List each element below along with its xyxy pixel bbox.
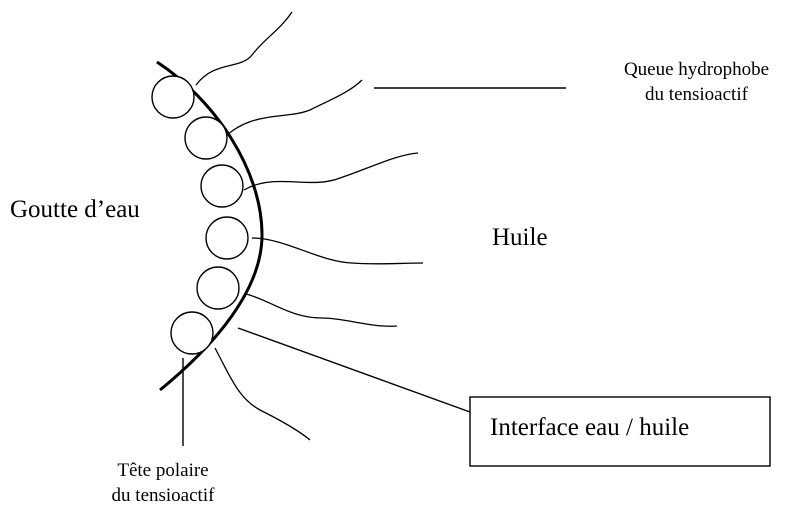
tail-1 [196,12,292,85]
oil-label: Huile [492,224,548,252]
tail-5 [246,294,397,326]
interface-label: Interface eau / huile [490,414,689,442]
polar-head-circle [152,76,194,118]
polar-head-label: Tête polaire du tensioactif [86,458,240,508]
hydrophobic-tail-label: Queue hydrophobe du tensioactif [594,57,799,107]
interface-leader-line [238,328,470,412]
hydrophobic-tail-label-line-1: Queue hydrophobe [594,57,799,82]
tail-6 [215,348,310,440]
polar-head-circle [206,217,248,259]
polar-head-circle [197,267,239,309]
polar-head-label-line-1: Tête polaire [86,458,240,483]
polar-head-circle [185,117,227,159]
polar-head-circle [201,165,243,207]
polar-head-circle [171,312,213,354]
polar-head-label-line-2: du tensioactif [86,483,240,508]
water-droplet-label: Goutte d’eau [10,196,140,224]
tail-3 [244,153,418,190]
tail-4 [252,238,423,264]
hydrophobic-tail-label-line-2: du tensioactif [594,82,799,107]
tail-2 [222,80,362,140]
